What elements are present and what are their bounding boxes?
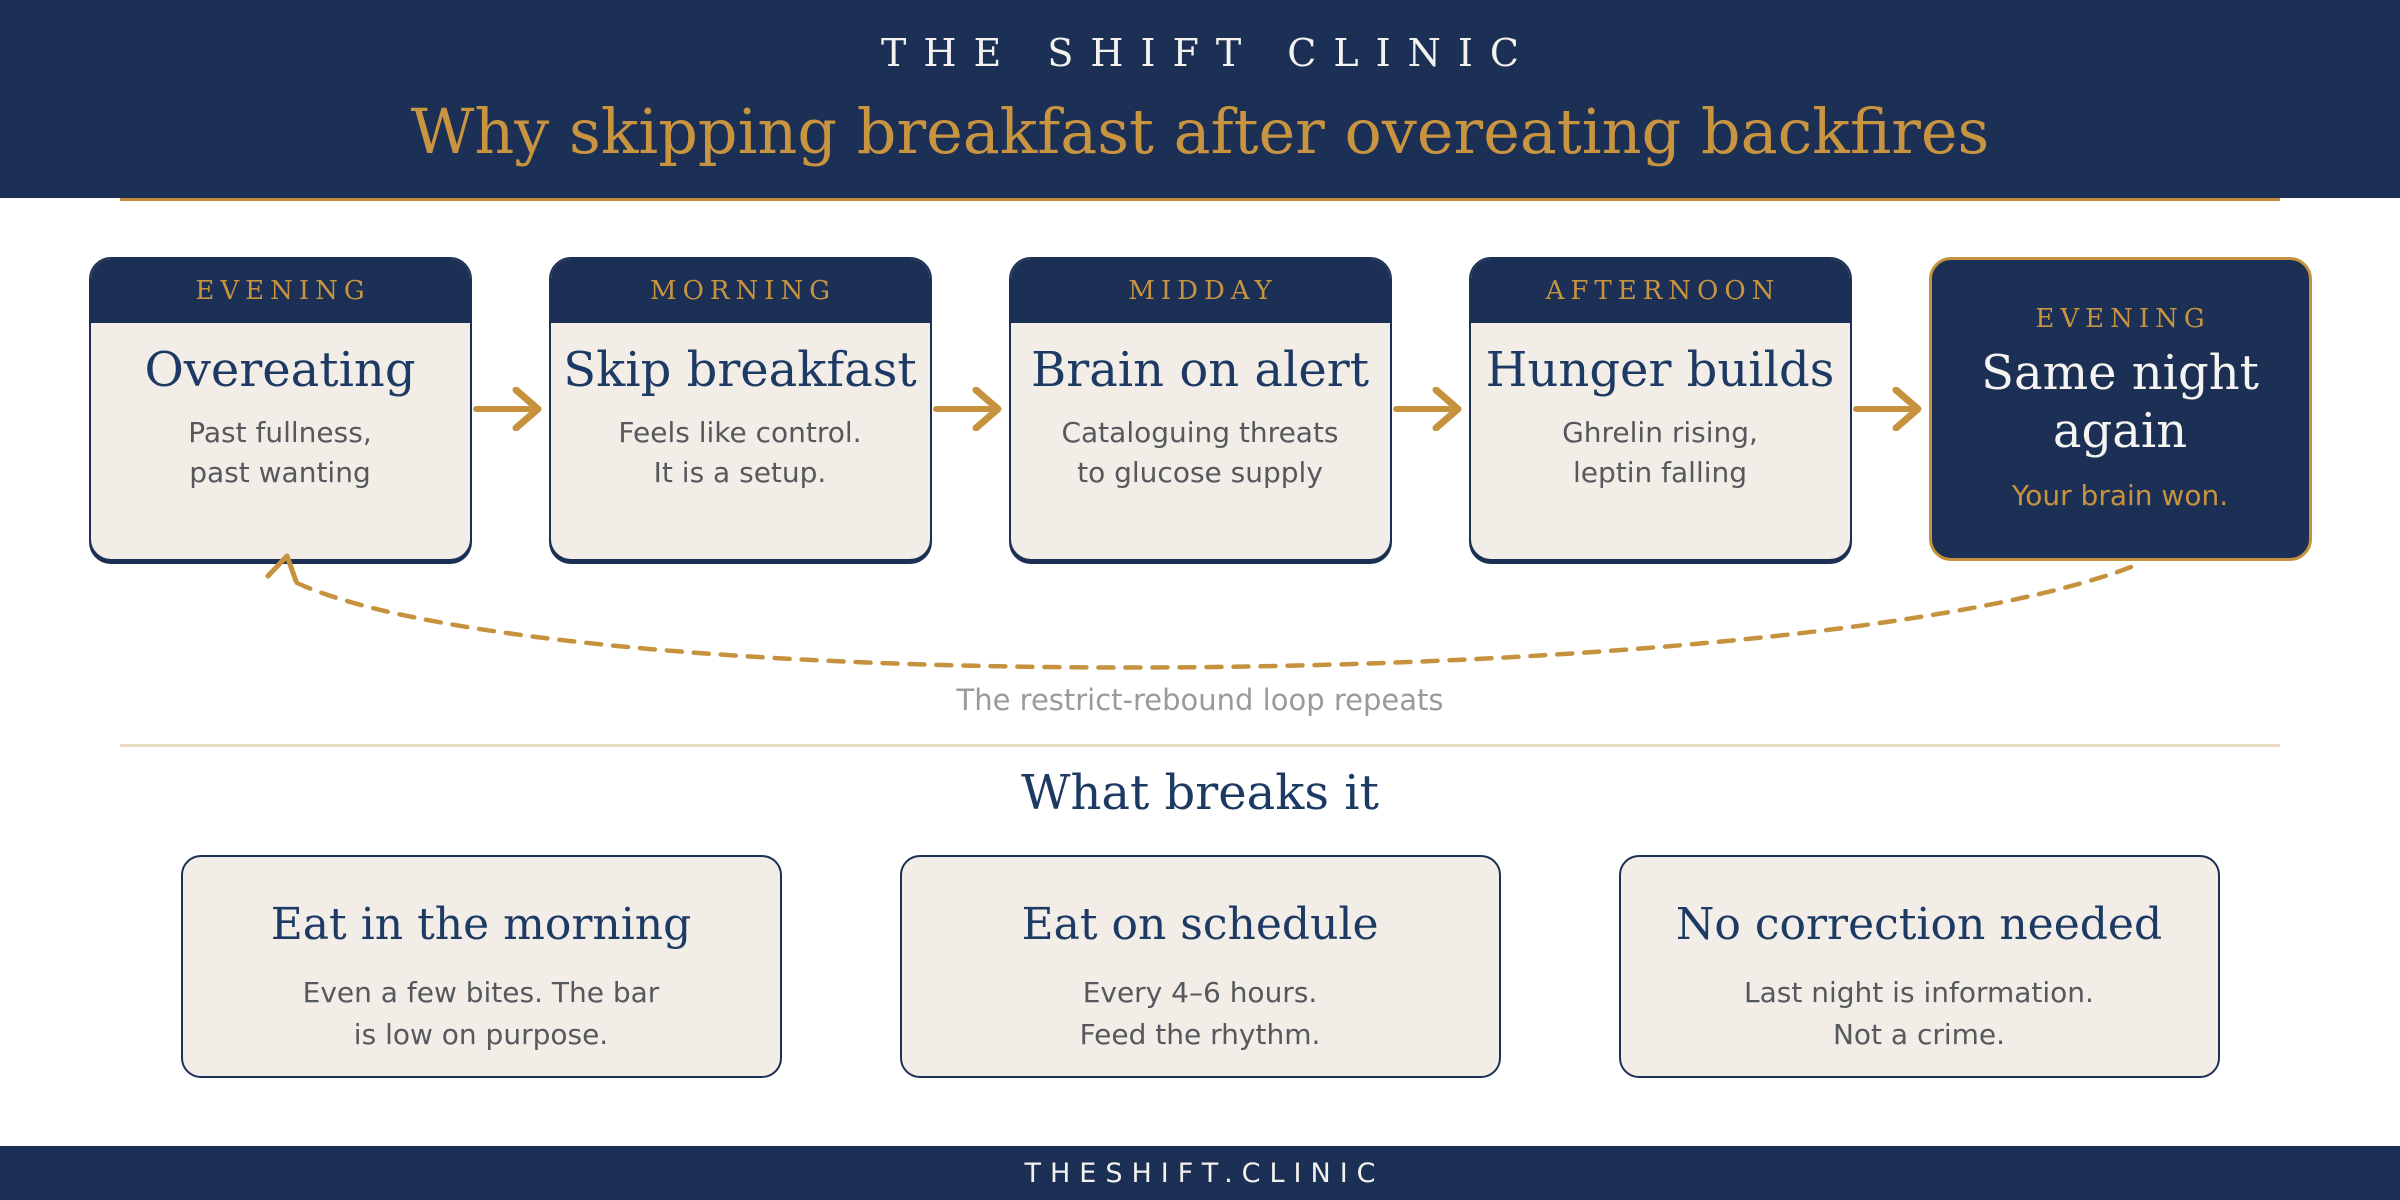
breaks-row: Eat in the morning Even a few bites. The… bbox=[0, 855, 2400, 1078]
flow-card-title: Skip breakfast bbox=[563, 342, 917, 398]
loop-caption: The restrict-rebound loop repeats bbox=[956, 683, 1444, 717]
flow-section: EVENING Overeating Past fullness, past w… bbox=[0, 201, 2400, 744]
flow-card-skip-breakfast: MORNING Skip breakfast Feels like contro… bbox=[548, 257, 932, 561]
break-card-eat-on-schedule: Eat on schedule Every 4–6 hours. Feed th… bbox=[899, 855, 1501, 1078]
break-card-title: Eat in the morning bbox=[270, 899, 692, 950]
flow-card-brain-on-alert: MIDDAY Brain on alert Cataloguing threat… bbox=[1008, 257, 1392, 561]
flow-card-title: Same night again bbox=[1981, 345, 2259, 459]
break-card-title: Eat on schedule bbox=[1021, 899, 1379, 950]
arrow-right-icon bbox=[1852, 257, 1929, 561]
flow-card-time-band: AFTERNOON bbox=[1470, 259, 1850, 323]
page-title: Why skipping breakfast after overeating … bbox=[410, 94, 1990, 168]
flow-card-title: Hunger builds bbox=[1485, 342, 1835, 398]
break-card-eat-in-the-morning: Eat in the morning Even a few bites. The… bbox=[180, 855, 782, 1078]
footer-bar: THESHIFT.CLINIC bbox=[0, 1146, 2400, 1200]
break-card-no-correction-needed: No correction needed Last night is infor… bbox=[1618, 855, 2220, 1078]
flow-card-overeating: EVENING Overeating Past fullness, past w… bbox=[88, 257, 472, 561]
brand-name: THE SHIFT CLINIC bbox=[881, 30, 1536, 75]
flow-card-time-band: EVENING bbox=[90, 259, 470, 323]
header-gold-rule bbox=[120, 198, 2280, 201]
footer-site-url: THESHIFT.CLINIC bbox=[1024, 1157, 1385, 1189]
flow-card-body: Your brain won. bbox=[2011, 479, 2229, 512]
flow-card-title: Overeating bbox=[144, 342, 416, 398]
flow-card-time-band: MIDDAY bbox=[1010, 259, 1390, 323]
break-card-body: Last night is information. Not a crime. bbox=[1744, 976, 2094, 1051]
flow-card-time-band: EVENING bbox=[1932, 304, 2309, 334]
flow-card-body: Ghrelin rising, leptin falling bbox=[1562, 416, 1758, 489]
time-label: EVENING bbox=[195, 276, 371, 306]
flow-card-body: Feels like control. It is a setup. bbox=[618, 416, 862, 489]
break-card-title: No correction needed bbox=[1675, 899, 2163, 950]
time-label: MIDDAY bbox=[1128, 276, 1278, 306]
flow-card-time-band: MORNING bbox=[550, 259, 930, 323]
breaks-heading: What breaks it bbox=[1021, 765, 1379, 821]
flow-card-hunger-builds: AFTERNOON Hunger builds Ghrelin rising, … bbox=[1468, 257, 1852, 561]
time-label: AFTERNOON bbox=[1545, 276, 1781, 306]
time-label: MORNING bbox=[649, 276, 837, 306]
break-card-body: Even a few bites. The bar is low on purp… bbox=[302, 976, 660, 1051]
arrow-right-icon bbox=[472, 257, 549, 561]
arrow-right-icon bbox=[1392, 257, 1469, 561]
flow-card-title: Brain on alert bbox=[1030, 342, 1370, 398]
flow-card-same-night-again: EVENING Same night again Your brain won. bbox=[1928, 257, 2312, 561]
header-banner: THE SHIFT CLINIC Why skipping breakfast … bbox=[0, 0, 2400, 198]
break-card-body: Every 4–6 hours. Feed the rhythm. bbox=[1079, 976, 1321, 1051]
flow-card-body: Cataloguing threats to glucose supply bbox=[1061, 416, 1339, 489]
flow-row: EVENING Overeating Past fullness, past w… bbox=[0, 201, 2400, 561]
flow-card-body: Past fullness, past wanting bbox=[188, 416, 372, 489]
arrow-right-icon bbox=[932, 257, 1009, 561]
section-divider bbox=[120, 744, 2280, 747]
time-label: EVENING bbox=[2035, 304, 2211, 334]
